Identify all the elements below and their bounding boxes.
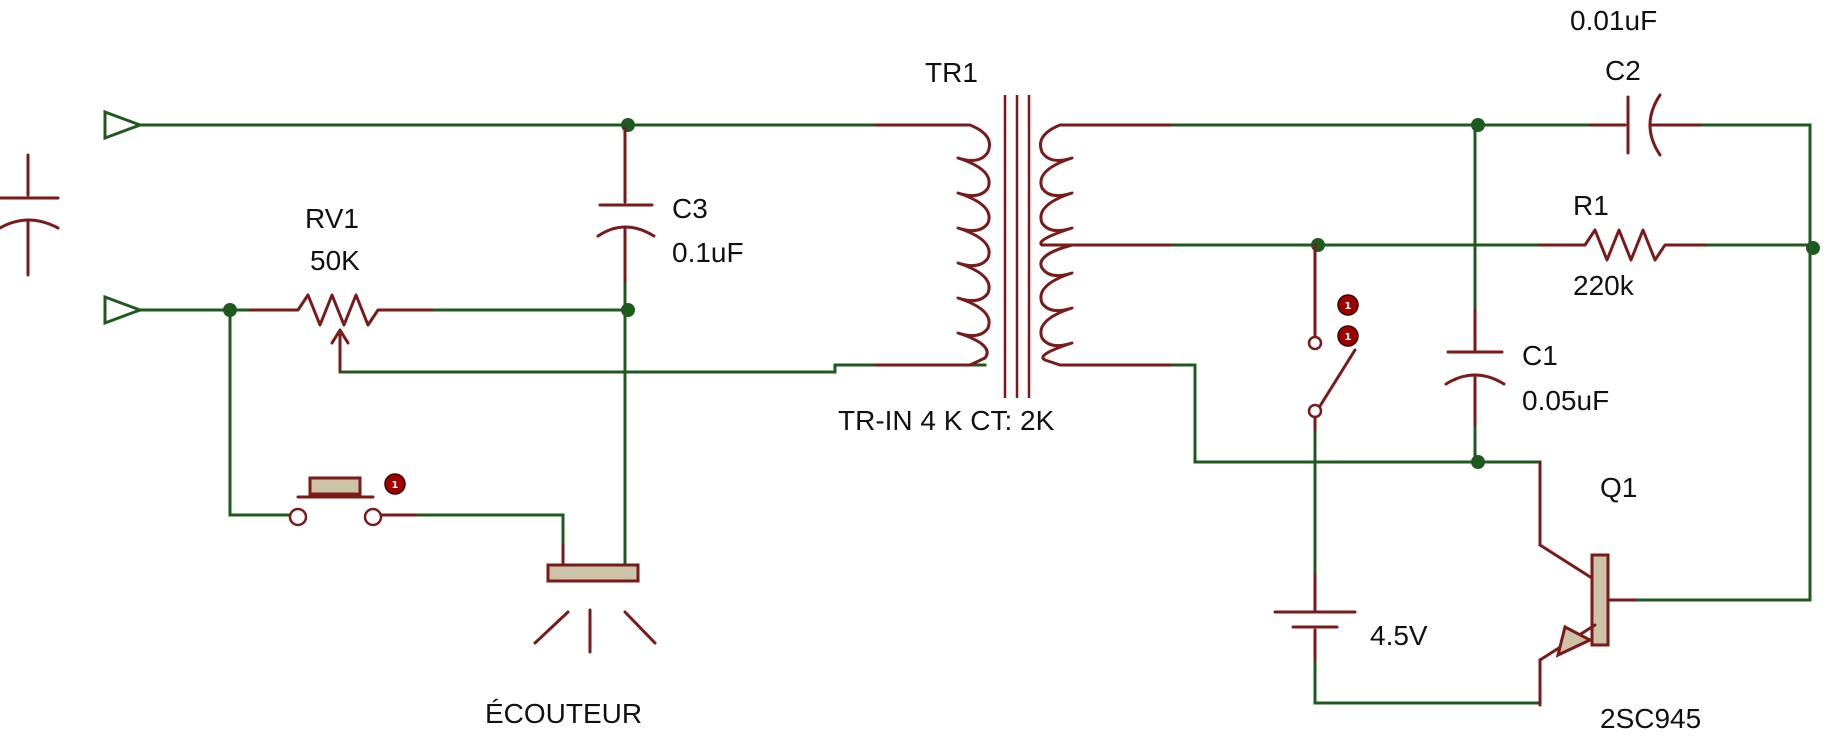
input-terminal-bottom bbox=[103, 294, 145, 326]
r1-ref-label: R1 bbox=[1573, 190, 1609, 221]
junction-dot bbox=[621, 118, 635, 132]
wire-pushbutton-to-earphone bbox=[371, 513, 565, 567]
c2-ref-label: C2 bbox=[1605, 55, 1641, 86]
c3-value-label: 0.1uF bbox=[672, 237, 744, 268]
c3-ref-label: C3 bbox=[672, 193, 708, 224]
rv1-ref-label: RV1 bbox=[305, 203, 359, 234]
battery-4v5 bbox=[1273, 573, 1357, 662]
junction-dot bbox=[1806, 241, 1820, 255]
wire-battery-to-emitter bbox=[1313, 643, 1542, 705]
capacitor-c1 bbox=[1444, 308, 1506, 427]
q1-value-label: 2SC945 bbox=[1600, 703, 1701, 734]
c1-ref-label: C1 bbox=[1522, 340, 1558, 371]
wire-feedback-to-base bbox=[1628, 123, 1812, 602]
r1-value-label: 220k bbox=[1573, 270, 1635, 301]
capacitor-c2 bbox=[1588, 93, 1702, 157]
earphone-label: ÉCOUTEUR bbox=[485, 698, 642, 729]
labels: TR1 TR-IN 4 K CT: 2K 0.01uF C2 R1 220k C… bbox=[305, 5, 1701, 734]
switch-s1 bbox=[1307, 243, 1357, 432]
resistor-r1 bbox=[1538, 228, 1707, 262]
junction-dot bbox=[1471, 118, 1485, 132]
junction-dot bbox=[1311, 238, 1325, 252]
tr1-ref-label: TR1 bbox=[925, 57, 978, 88]
c2-value-label: 0.01uF bbox=[1570, 5, 1657, 36]
transistor-q1 bbox=[1538, 460, 1637, 707]
c1-value-label: 0.05uF bbox=[1522, 385, 1609, 416]
junction-dot bbox=[1471, 455, 1485, 469]
input-terminal-top bbox=[103, 109, 145, 141]
pin-label: 1 bbox=[1345, 332, 1352, 343]
rv1-value-label: 50K bbox=[310, 245, 360, 276]
pin-marker-s1-bottom: 1 bbox=[1337, 325, 1359, 347]
battery-value-label: 4.5V bbox=[1370, 620, 1428, 651]
pin-marker-pushbutton: 1 bbox=[384, 473, 406, 495]
capacitor-symbol-partial bbox=[0, 153, 60, 277]
potentiometer-rv1 bbox=[248, 293, 434, 372]
junction-dot bbox=[223, 303, 237, 317]
junction-dot bbox=[621, 303, 635, 317]
tr1-value-label: TR-IN 4 K CT: 2K bbox=[838, 405, 1055, 436]
wire-to-pushbutton bbox=[228, 308, 300, 517]
pin-marker-s1-top: 1 bbox=[1337, 294, 1359, 316]
wire-secondary-bottom bbox=[1063, 363, 1542, 464]
pin-label: 1 bbox=[1345, 301, 1352, 312]
q1-ref-label: Q1 bbox=[1600, 472, 1637, 503]
transformer-tr1 bbox=[873, 95, 1172, 398]
capacitor-c3 bbox=[596, 126, 656, 284]
pin-label: 1 bbox=[392, 480, 399, 491]
earphone bbox=[533, 543, 657, 654]
junctions bbox=[223, 118, 1820, 469]
pushbutton bbox=[288, 476, 417, 527]
